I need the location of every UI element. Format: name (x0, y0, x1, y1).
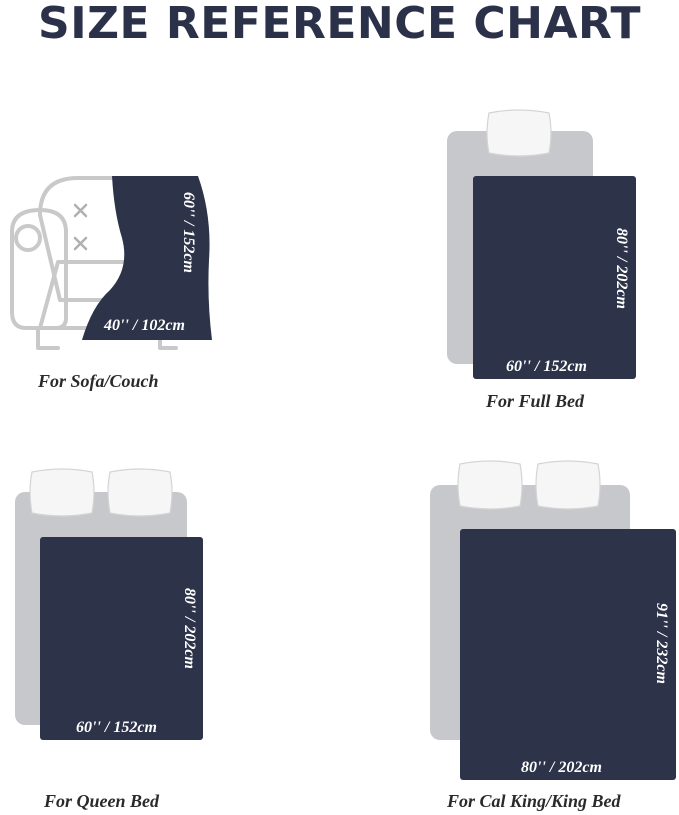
king-pillow-right (535, 460, 601, 510)
sofa-left-arm (10, 208, 68, 330)
king-blanket (460, 529, 676, 780)
full-bed-illustration (447, 109, 636, 379)
sofa-arm-circle (14, 224, 42, 252)
queen-length-label: 80'' / 202cm (181, 588, 198, 669)
sofa-illustration (10, 176, 212, 350)
queen-pillow-right (107, 468, 173, 517)
queen-bed-illustration (15, 468, 203, 740)
sofa-legs (36, 326, 178, 350)
full-caption: For Full Bed (486, 391, 585, 411)
sofa-throw-blanket (82, 176, 212, 340)
queen-blanket (40, 537, 203, 740)
queen-width-label: 60'' / 152cm (76, 719, 157, 736)
sofa-width-label: 40'' / 102cm (104, 317, 185, 334)
sofa-stitch-top (73, 203, 88, 218)
full-pillow (486, 109, 552, 157)
king-caption: For Cal King/King Bed (447, 791, 621, 811)
full-blanket (473, 176, 636, 379)
queen-caption: For Queen Bed (44, 791, 160, 811)
chart-title: SIZE REFERENCE CHART (38, 0, 641, 49)
full-length-label: 80'' / 202cm (613, 228, 630, 309)
king-width-label: 80'' / 202cm (521, 759, 602, 776)
sofa-stitch-bottom (73, 236, 88, 251)
sofa-length-label: 60'' / 152cm (180, 192, 197, 273)
queen-pillow-left (29, 468, 95, 517)
king-bed-illustration (430, 460, 676, 780)
full-width-label: 60'' / 152cm (506, 358, 587, 375)
sofa-caption: For Sofa/Couch (38, 371, 159, 391)
king-pillow-left (457, 460, 523, 510)
king-length-label: 91'' / 232cm (653, 603, 670, 684)
